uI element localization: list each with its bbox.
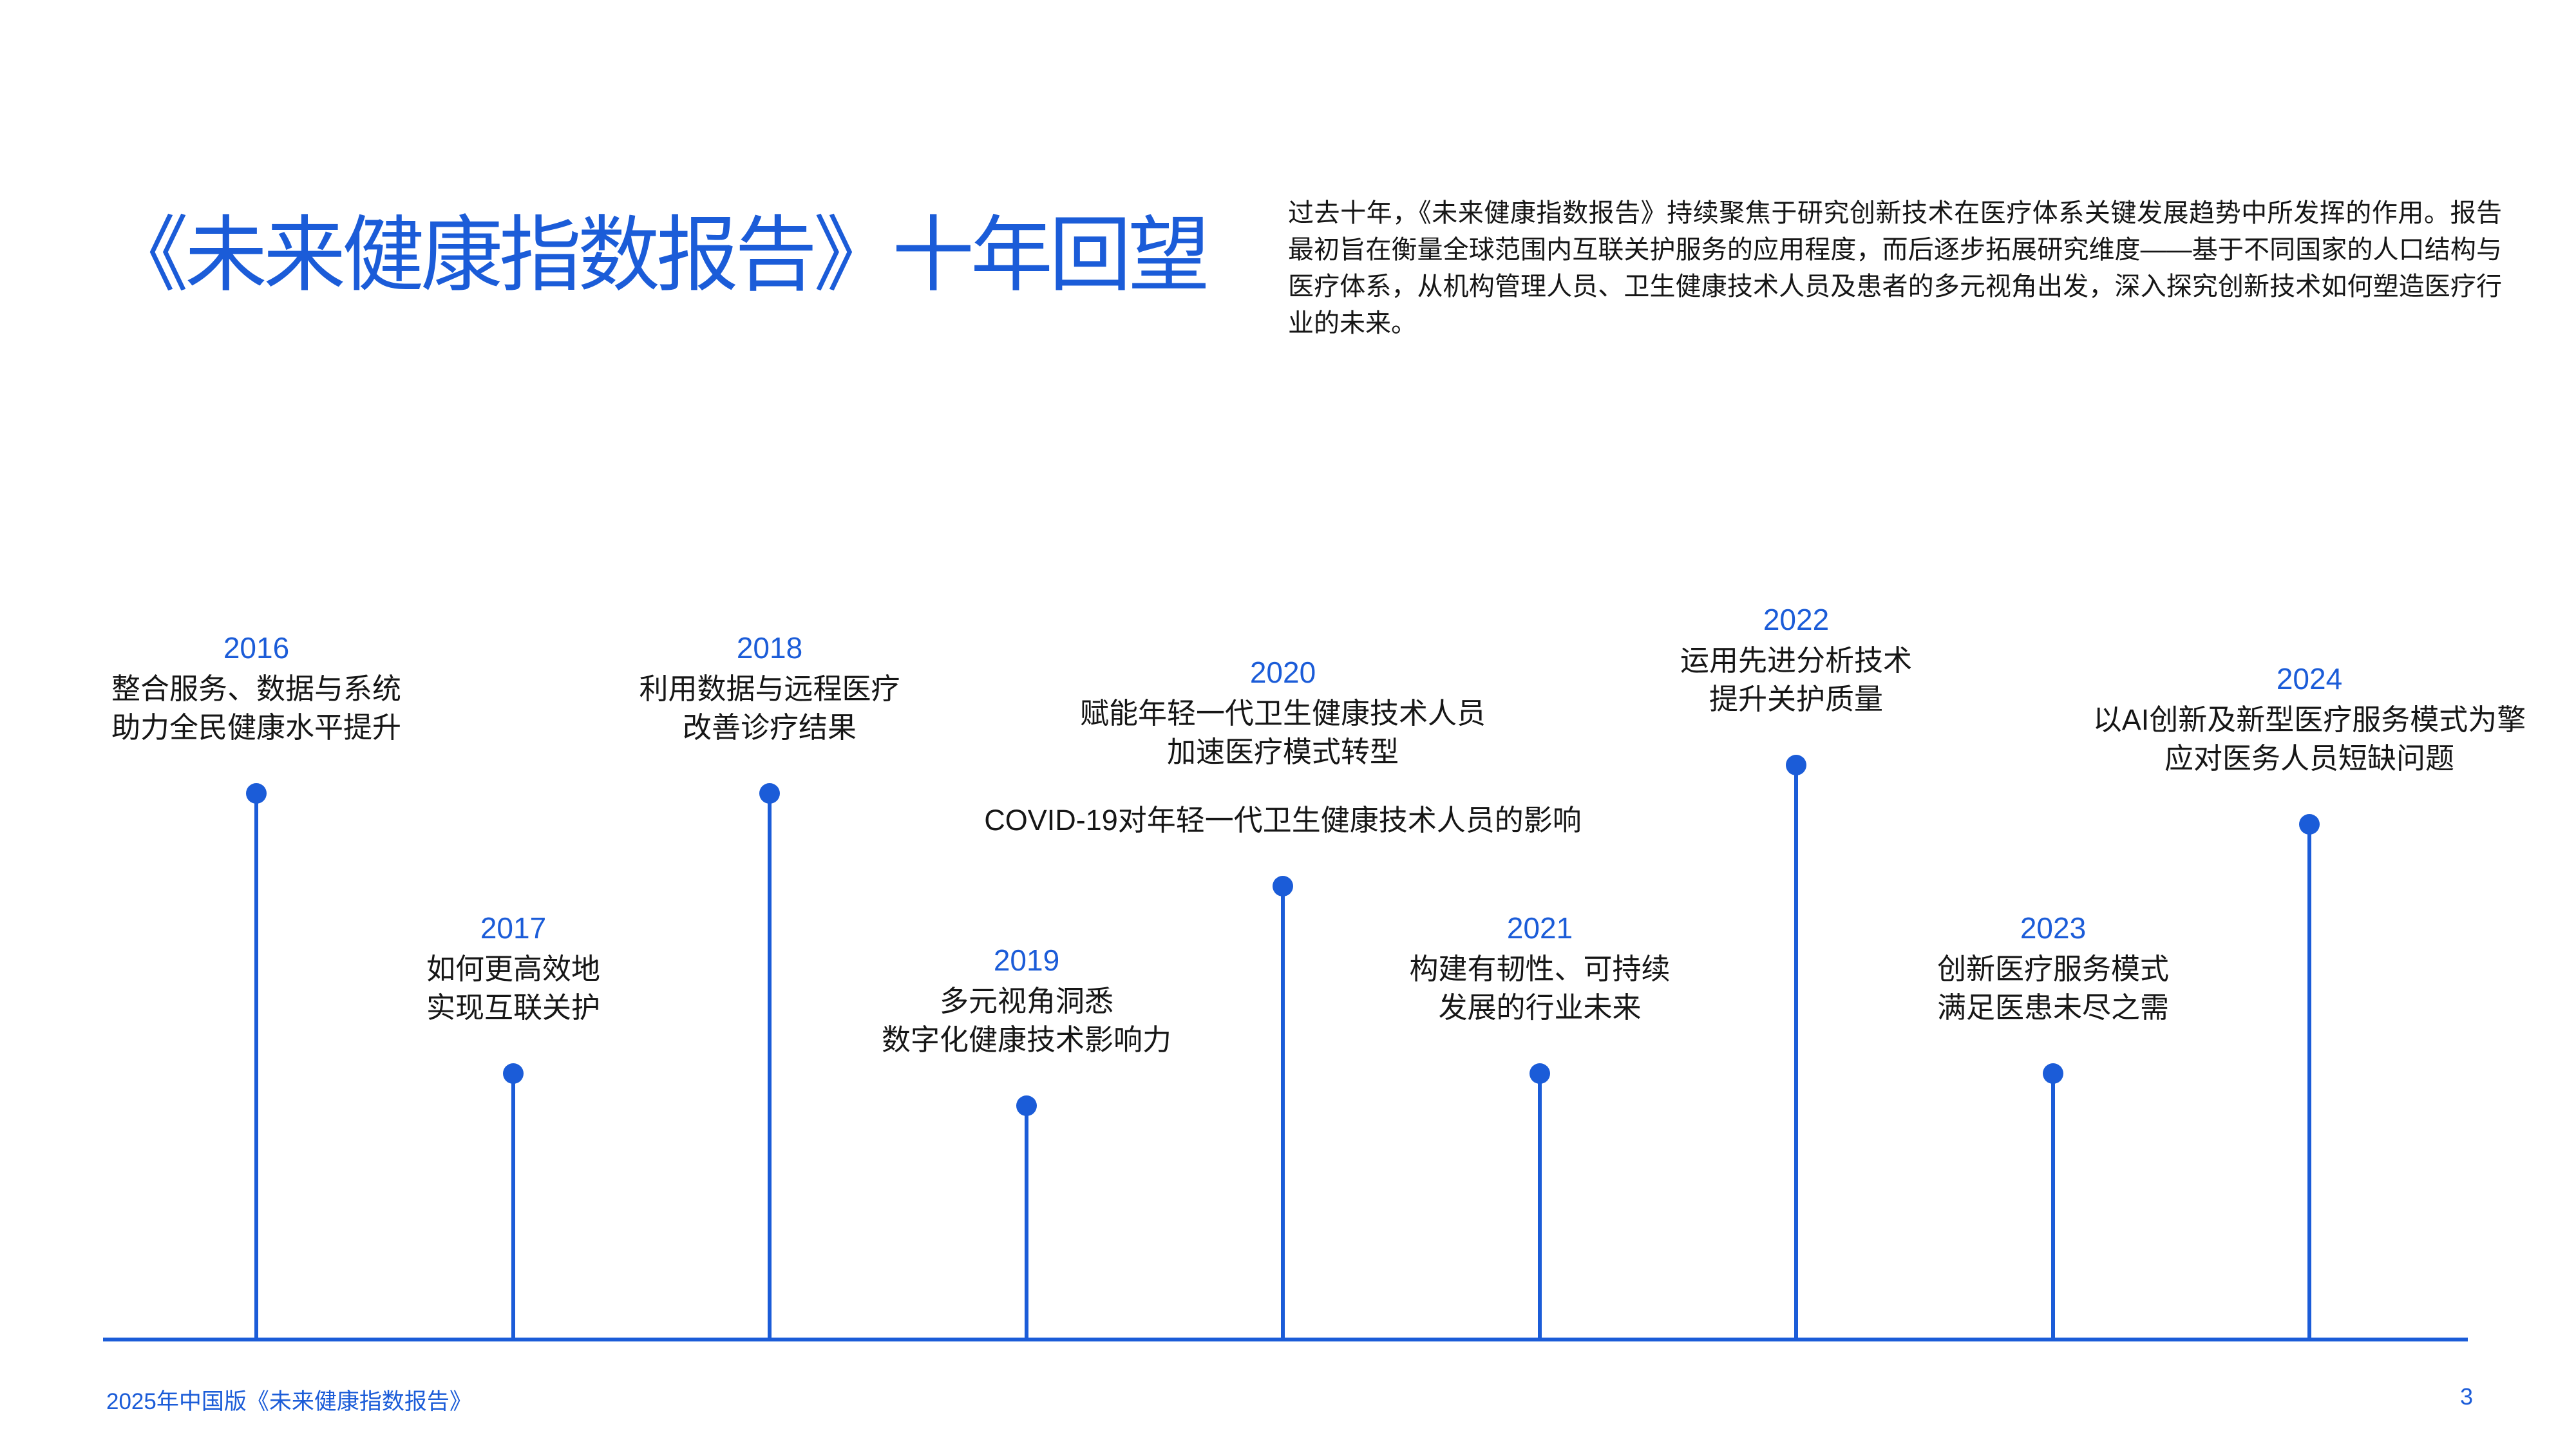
timeline-entry-label: 2024 以AI创新及新型医疗服务模式为擎应对医务人员短缺问题: [2093, 659, 2526, 778]
timeline-entry-label: 2019 多元视角洞悉数字化健康技术影响力: [882, 941, 1171, 1059]
timeline-dot: [503, 1063, 524, 1084]
timeline-stem: [1538, 1074, 1542, 1341]
timeline-stem: [511, 1074, 515, 1341]
timeline-entry-note: COVID-19对年轻一代卫生健康技术人员的影响: [984, 804, 1582, 837]
timeline-dot: [759, 783, 780, 804]
timeline-entry-year: 2022: [1763, 603, 1830, 636]
timeline-entry-label: 2022 运用先进分析技术提升关护质量: [1680, 600, 1912, 719]
timeline-stem: [1281, 886, 1285, 1341]
timeline-entry-year: 2018: [736, 631, 803, 665]
timeline-entry-text: 满足医患未尽之需: [1937, 991, 2170, 1024]
timeline-entry-text: 整合服务、数据与系统: [111, 672, 402, 705]
timeline-dot: [1016, 1095, 1037, 1116]
intro-paragraph: 过去十年，《未来健康指数报告》持续聚焦于研究创新技术在医疗体系关键发展趋势中所发…: [1288, 199, 2502, 337]
timeline-entry-label: 2020 赋能年轻一代卫生健康技术人员加速医疗模式转型 COVID-19对年轻一代…: [984, 653, 1582, 840]
timeline-entry-text: 以AI创新及新型医疗服务模式为擎: [2092, 703, 2526, 736]
timeline-entry-text: 运用先进分析技术: [1680, 644, 1913, 677]
timeline-entry-text: 赋能年轻一代卫生健康技术人员: [1079, 697, 1486, 730]
timeline-entry-year: 2019: [993, 943, 1060, 977]
timeline-stem: [1794, 765, 1798, 1341]
timeline-stem: [254, 793, 258, 1341]
timeline-dot: [1530, 1063, 1550, 1084]
timeline-entry-year: 2023: [2020, 911, 2087, 945]
timeline-stem: [1025, 1106, 1028, 1341]
timeline-dot: [246, 783, 267, 804]
timeline-entry-text: 多元视角洞悉: [939, 985, 1114, 1018]
timeline-stem: [2051, 1074, 2055, 1341]
timeline-entry-text: 数字化健康技术影响力: [881, 1023, 1172, 1056]
timeline-entry-year: 2016: [223, 631, 290, 665]
timeline-entry-text: 利用数据与远程医疗: [639, 672, 900, 705]
timeline-entry-label: 2021 构建有韧性、可持续发展的行业未来: [1409, 909, 1670, 1027]
page-title: 《未来健康指数报告》十年回望: [106, 209, 1210, 301]
footer-report-name: 2025年中国版《未来健康指数报告》: [106, 1389, 472, 1414]
timeline-entry-text: 创新医疗服务模式: [1937, 952, 2170, 985]
timeline-entry-text: 加速医疗模式转型: [1166, 735, 1399, 768]
timeline-axis-line: [103, 1338, 2468, 1341]
timeline-entry-text: 发展的行业未来: [1438, 991, 1642, 1024]
footer-page-number: 3: [2459, 1383, 2473, 1410]
timeline-entry-year: 2020: [1249, 656, 1316, 689]
timeline-entry-year: 2021: [1506, 911, 1573, 945]
timeline-entry-label: 2016 整合服务、数据与系统助力全民健康水平提升: [111, 629, 401, 747]
timeline-entry-label: 2018 利用数据与远程医疗改善诊疗结果: [639, 629, 900, 747]
timeline-entry-text: 应对医务人员短缺问题: [2164, 742, 2454, 775]
timeline-entry-text: 改善诊疗结果: [682, 711, 857, 744]
timeline-entry-text: 助力全民健康水平提升: [111, 711, 402, 744]
timeline-entry-label: 2017 如何更高效地实现互联关护: [426, 909, 600, 1027]
timeline-stem: [2307, 824, 2311, 1341]
timeline-dot: [2043, 1063, 2063, 1084]
timeline-entry-label: 2023 创新医疗服务模式满足医患未尽之需: [1937, 909, 2169, 1027]
timeline-entry-text: 实现互联关护: [426, 991, 601, 1024]
timeline-entry-year: 2017: [480, 911, 547, 945]
timeline-entry-text: 如何更高效地: [426, 952, 601, 985]
timeline-dot: [2299, 814, 2320, 835]
timeline-stem: [768, 793, 772, 1341]
timeline-dot: [1786, 755, 1806, 775]
timeline-entry-text: 提升关护质量: [1709, 683, 1884, 715]
timeline-entry-text: 构建有韧性、可持续: [1409, 952, 1671, 985]
timeline-dot: [1273, 876, 1293, 896]
timeline-entry-year: 2024: [2276, 662, 2343, 696]
